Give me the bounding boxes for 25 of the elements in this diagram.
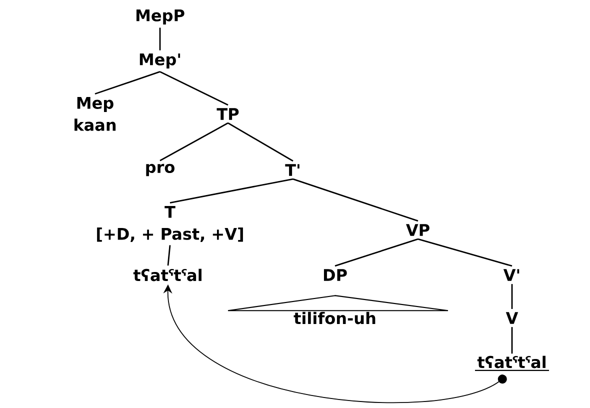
tree-branch [160, 122, 228, 162]
tree-branch [418, 238, 512, 267]
tree-label: T' [285, 164, 300, 176]
tree-label: DP [324, 269, 347, 281]
tree-branch [511, 284, 513, 309]
tree-label: MepP [136, 10, 184, 24]
tree-label: T [+D, + Past, +V] [97, 206, 243, 242]
tree-branch [170, 178, 294, 204]
tree-branch [159, 28, 161, 50]
tree-label: VP [406, 224, 430, 236]
tree-branch [94, 71, 160, 95]
node-label: tilifon-uh [294, 312, 376, 324]
tree-label: V [506, 312, 518, 324]
tree-branch [228, 122, 294, 162]
tree-label: pro [146, 164, 174, 176]
tree-branch [160, 71, 228, 106]
tree-label: Mep kaan [74, 97, 116, 131]
tree-label: TP [216, 108, 239, 120]
tree-branch [511, 327, 513, 354]
tree-label: V' [503, 269, 520, 281]
tree-branch [167, 245, 171, 266]
tree-label: tʕatˤtˤal [133, 268, 202, 282]
tree-label: Mep' [140, 54, 180, 68]
tree-branch [334, 238, 418, 267]
tree-branch [292, 178, 418, 222]
